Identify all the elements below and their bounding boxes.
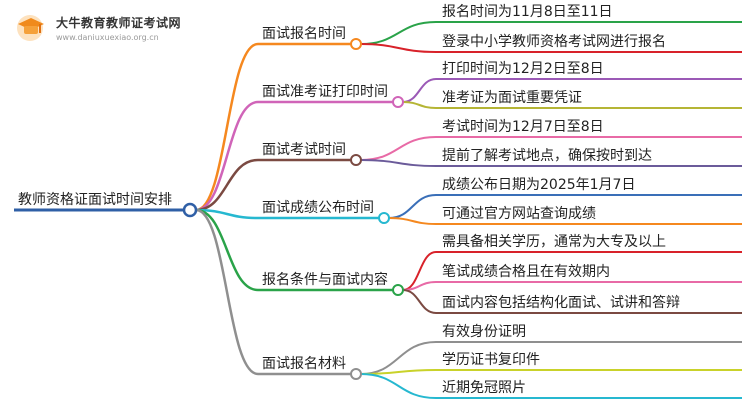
branch-connector <box>195 208 259 220</box>
branch-connector <box>195 158 259 212</box>
branch-connector <box>195 208 259 376</box>
branch-connector <box>195 42 259 212</box>
branch-node <box>350 38 362 50</box>
branch-label: 面试报名材料 <box>262 356 346 372</box>
leaf-label: 近期免冠照片 <box>442 380 526 396</box>
branch-label: 面试报名时间 <box>262 26 346 42</box>
leaf-label: 面试内容包括结构化面试、试讲和答辩 <box>442 294 680 311</box>
leaf-label: 考试时间为12月7日至8日 <box>442 119 604 135</box>
leaf-label: 可通过官方网站查询成绩 <box>442 206 596 222</box>
branch-node <box>392 96 404 108</box>
leaf-label: 登录中小学教师资格考试网进行报名 <box>442 34 666 50</box>
root-node <box>182 202 198 218</box>
leaf-connector <box>402 251 437 291</box>
leaf-label: 报名时间为11月8日至11日 <box>442 4 613 20</box>
graduation-cap-icon <box>17 15 44 41</box>
leaf-label: 成绩公布日期为2025年1月7日 <box>442 177 635 193</box>
leaf-connector <box>402 289 437 314</box>
leaf-connector <box>360 43 437 53</box>
brand-title: 大牛教育教师证考试网 <box>56 16 182 30</box>
leaf-connector <box>360 21 437 45</box>
leaf-connector <box>388 217 437 225</box>
branch-connector <box>195 100 259 212</box>
branch-label: 面试准考证打印时间 <box>262 83 388 100</box>
root-label: 教师资格证面试时间安排 <box>18 192 172 208</box>
leaf-label: 有效身份证明 <box>442 324 526 340</box>
leaf-label: 笔试成绩合格且在有效期内 <box>442 264 610 280</box>
brand-url: www.daniuxuexiao.org.cn <box>56 33 159 42</box>
leaf-connector <box>402 78 437 103</box>
branch-node <box>392 284 404 296</box>
leaf-label: 学历证书复印件 <box>442 351 540 368</box>
branch-node <box>350 154 362 166</box>
branch-node <box>378 212 390 224</box>
leaf-label: 提前了解考试地点，确保按时到达 <box>442 147 652 164</box>
leaf-label: 需具备相关学历，通常为大专及以上 <box>442 233 666 250</box>
branch-label: 面试考试时间 <box>262 142 346 158</box>
branch-label: 报名条件与面试内容 <box>262 271 388 288</box>
leaf-connector <box>360 373 437 399</box>
leaf-connector <box>360 159 437 167</box>
branch-connector <box>195 208 259 292</box>
brand-logo: 大牛教育教师证考试网 www.daniuxuexiao.org.cn <box>14 10 224 46</box>
branch-label: 面试成绩公布时间 <box>262 200 374 216</box>
leaf-connector <box>402 101 437 109</box>
leaf-label: 准考证为面试重要凭证 <box>442 90 582 106</box>
leaf-connector <box>360 136 437 161</box>
leaf-connector <box>402 281 437 291</box>
leaf-label: 打印时间为12月2日至8日 <box>442 60 604 77</box>
branch-node <box>350 368 362 380</box>
leaf-connector <box>388 194 437 219</box>
